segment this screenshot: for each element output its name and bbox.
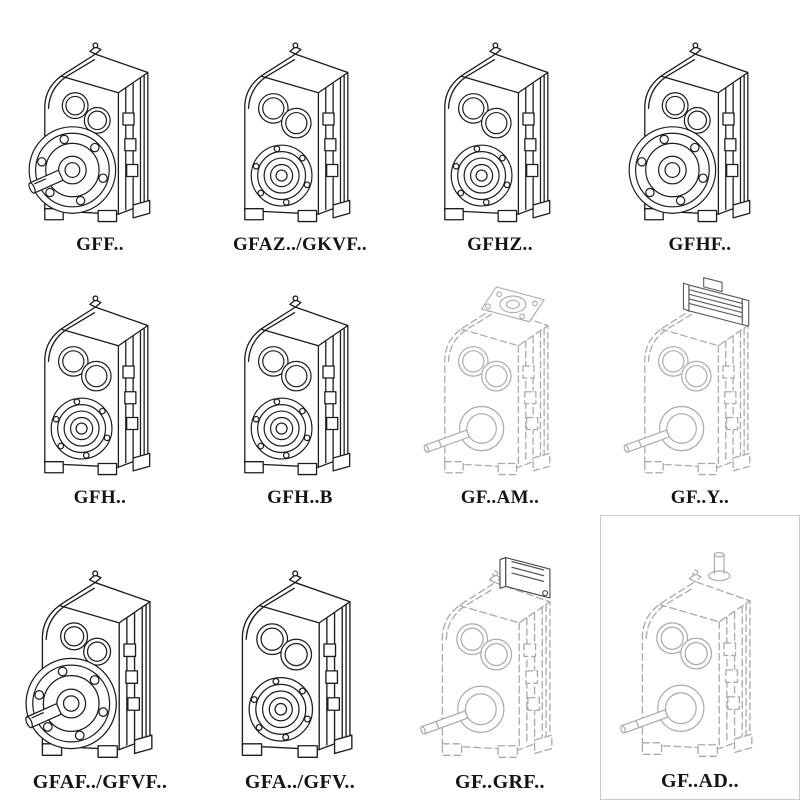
product-cell-gff: GFF.. [0,0,200,262]
gearbox-with-input-shaft-drawing [619,552,753,758]
product-cell-gf-am: GF..AM.. [400,262,600,515]
model-label: GFH.. [73,487,127,509]
gearbox-motor-adapter-flange-drawing [422,285,551,475]
model-label: GF..Y.. [670,487,730,509]
product-cell-gf-y: GF..Y.. [600,262,800,515]
product-cell-gfh: GFH.. [0,262,200,515]
hollow-shaft-gearbox-drawing [244,294,351,475]
model-label: GFH..B [267,487,333,509]
model-label: GFHZ.. [467,234,533,256]
model-label: GFAF../GFVF.. [32,771,168,793]
product-cell-gfaf-gfvf: GFAF../GFVF.. [0,515,200,800]
flange-shaft-gearbox-drawing [23,570,153,759]
flange-shaft-gearbox-drawing [27,41,151,222]
model-label: GF..AD.. [660,770,740,792]
product-cell-gfhz: GFHZ.. [400,0,600,262]
model-label: GF..AM.. [460,487,540,509]
model-label: GFF.. [76,234,124,256]
gearbox-with-input-flange-drawing [419,557,553,759]
model-label: GFA../GFV.. [244,771,356,793]
product-cell-gfhf: GFHF.. [600,0,800,262]
product-cell-gf-grf: GF..GRF.. [400,515,600,800]
product-cell-gf-ad: GF..AD.. [600,515,800,800]
gearbox-with-motor-drawing [622,276,751,475]
hollow-shaft-gearbox-drawing [244,41,351,222]
hollow-shaft-gearbox-drawing [241,570,353,759]
hollow-shaft-gearbox-drawing [444,41,551,222]
product-cell-gfa-gfv: GFA../GFV.. [200,515,400,800]
product-cell-gfaz-gkvf: GFAZ../GKVF.. [200,0,400,262]
model-label: GFAZ../GKVF.. [233,234,367,256]
hollow-shaft-gearbox-drawing [44,294,151,475]
flange-gearbox-drawing [628,41,751,222]
model-label: GF..GRF.. [455,771,545,793]
model-label: GFHF.. [668,234,732,256]
product-cell-gfh-b: GFH..B [200,262,400,515]
